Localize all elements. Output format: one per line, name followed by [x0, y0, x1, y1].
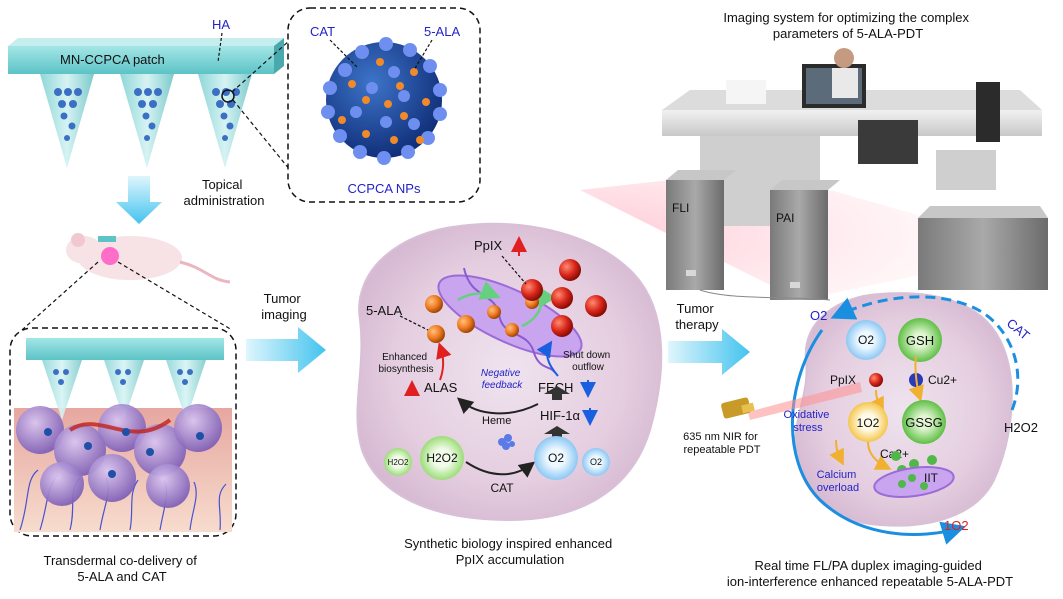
- cu-label: Cu2+: [928, 373, 957, 387]
- middle-cell: PpIX 5-ALA Enhanced biosynthesis ALAS Ne…: [356, 222, 663, 522]
- tumor-therapy-arrow: [668, 329, 750, 375]
- zoom-spot: [221, 89, 235, 103]
- singlet-bottom-label: 1O2: [944, 518, 969, 533]
- zoom-line: [231, 39, 291, 93]
- cat-label: CAT: [310, 24, 335, 39]
- middle-caption: Synthetic biology inspired enhanced PpIX…: [404, 536, 616, 567]
- hif-up-arrow: [544, 426, 570, 440]
- ccpca-nanoparticle: [321, 37, 447, 165]
- h2o2-bubble: H2O2: [420, 436, 464, 480]
- zoom-line: [232, 99, 291, 171]
- o2-bubble: O2: [534, 436, 578, 480]
- enhanced-label: Enhanced biosynthesis: [378, 352, 433, 375]
- ppix-molecule: [869, 373, 883, 387]
- singlet-cycle-arc: [790, 329, 966, 545]
- topical-arrow: [116, 176, 162, 224]
- gsh-bubble: GSH: [898, 318, 942, 362]
- ala-pointer: [413, 39, 433, 71]
- fli-label: FLI: [672, 201, 689, 215]
- cat-cycle-arc: [830, 295, 1020, 411]
- iit-label: IIT: [924, 471, 939, 485]
- right-caption: Real time FL/PA duplex imaging-guided io…: [727, 558, 1013, 589]
- right-cell: O2 CAT O2 GSH PpIX Cu2+ Oxidative stress…: [784, 292, 1038, 545]
- svg-text:GSSG: GSSG: [905, 415, 943, 430]
- ala-molecules: [425, 295, 539, 343]
- pathway-arrow: [457, 281, 501, 302]
- nanoparticle-panel: CAT 5-ALA CCPCA NPs: [287, 7, 481, 203]
- operator: [834, 48, 854, 68]
- imaging-system-caption: Imaging system for optimizing the comple…: [723, 10, 972, 41]
- fli-tower: [666, 170, 736, 290]
- hif-label: HIF-1α: [540, 408, 581, 423]
- heme-label: Heme: [482, 415, 511, 427]
- tumor-imaging-arrow: [246, 327, 326, 373]
- ala-pointer: [399, 315, 429, 331]
- topical-label: Topical administration: [184, 177, 265, 208]
- gssg-bubble: GSSG: [902, 400, 946, 444]
- microneedle-patch: MN-CCPCA patch HA: [8, 17, 291, 171]
- hif-up-arrow: [544, 386, 570, 400]
- monitor: [976, 82, 1000, 142]
- nanoparticle-caption: CCPCA NPs: [348, 181, 421, 196]
- oxidative-label: Oxidative stress: [784, 409, 833, 434]
- laser-device: [721, 382, 862, 420]
- left-caption: Transdermal co-delivery of 5-ALA and CAT: [43, 553, 200, 584]
- heme-arrow: [457, 397, 539, 415]
- o2-small-bubble: O2: [582, 448, 610, 476]
- cat-pointer: [329, 39, 359, 69]
- mouse-illustration: [66, 233, 231, 284]
- imaging-system: FLI PAI: [580, 48, 1048, 301]
- tumor-therapy-label: Tumor therapy: [675, 301, 719, 332]
- reaction-arrow: [908, 355, 924, 402]
- pai-label: PAI: [776, 211, 794, 225]
- needle-particles: [54, 88, 240, 141]
- zoom-line: [117, 261, 233, 331]
- o2-top-label: O2: [810, 308, 827, 323]
- monitor: [858, 120, 918, 164]
- negative-feedback-label: Negative feedback: [481, 368, 523, 391]
- svg-text:O2: O2: [548, 451, 564, 465]
- pai-tower: [770, 180, 840, 300]
- zoom-line: [21, 261, 99, 331]
- h2o2-small-bubble: H2O2: [384, 448, 412, 476]
- shutdown-label: Shut down outflow: [563, 350, 613, 373]
- o2-cell-bubble: O2: [846, 320, 886, 360]
- alas-label: ALAS: [424, 380, 458, 395]
- skin-panel: [9, 327, 237, 537]
- h2o2-right-label: H2O2: [1004, 420, 1038, 435]
- ha-label: HA: [212, 17, 230, 32]
- svg-text:1O2: 1O2: [857, 416, 880, 430]
- cat-reaction-arrow: [465, 461, 536, 478]
- reaction-arrow: [867, 441, 892, 470]
- biosynthesis-arrow: [436, 342, 452, 381]
- ppix-label: PpIX: [474, 238, 503, 253]
- svg-text:O2: O2: [858, 333, 874, 347]
- iit-mitochondrion: [873, 466, 955, 498]
- ppix-molecules: [521, 259, 607, 337]
- tumor-cluster: [16, 404, 222, 508]
- svg-text:GSH: GSH: [906, 333, 934, 348]
- svg-text:H2O2: H2O2: [426, 451, 458, 465]
- svg-text:H2O2: H2O2: [388, 458, 409, 467]
- ppix-pointer: [501, 255, 527, 285]
- cat-reaction-label: CAT: [490, 481, 514, 495]
- reaction-arrow: [829, 439, 844, 466]
- svg-text:O2: O2: [590, 457, 602, 467]
- outflow-arrow: [536, 340, 559, 377]
- needle: [40, 74, 252, 168]
- calcium-label: Calcium overload: [817, 469, 860, 494]
- tumor-imaging-label: Tumor imaging: [261, 291, 307, 322]
- singlet-oxygen-bubble: 1O2: [848, 402, 888, 442]
- ala-cell-label: 5-ALA: [366, 303, 402, 318]
- cat-enzyme: [498, 434, 515, 450]
- ppix-right-label: PpIX: [830, 373, 856, 387]
- laser-label: 635 nm NIR for repeatable PDT: [683, 431, 761, 456]
- ala-label: 5-ALA: [424, 24, 460, 39]
- patch-label: MN-CCPCA patch: [60, 52, 165, 67]
